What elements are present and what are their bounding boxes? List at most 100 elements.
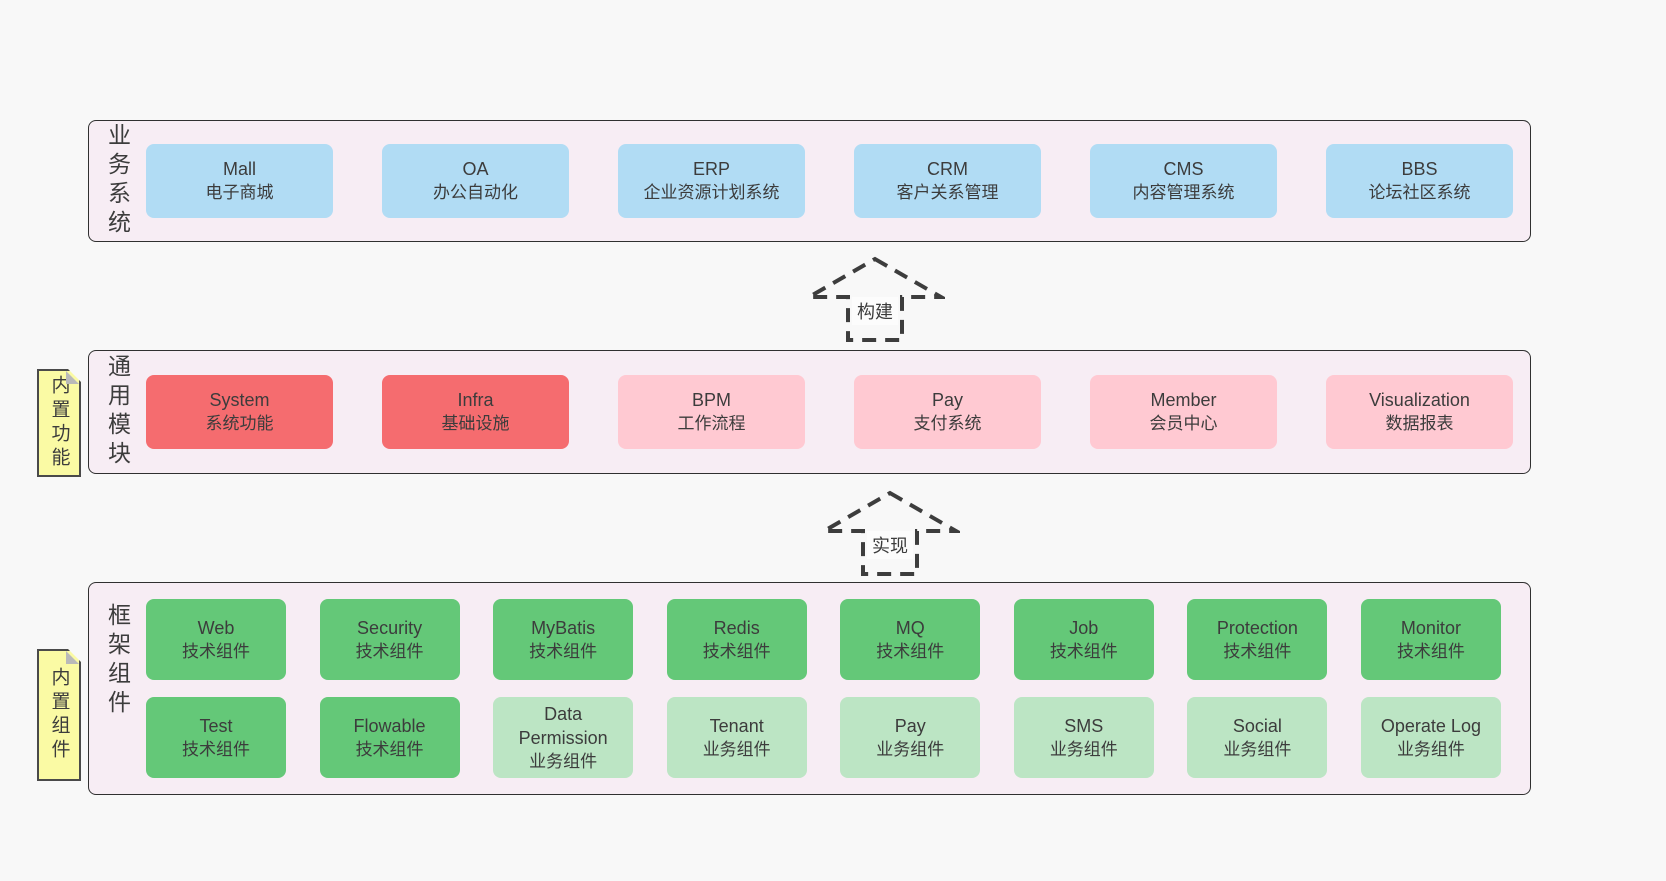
module-box-sms: SMS 业务组件 bbox=[1013, 697, 1154, 778]
module-desc: 技术组件 bbox=[876, 641, 945, 661]
module-box-social: Social 业务组件 bbox=[1187, 697, 1328, 778]
module-name: ERP bbox=[692, 159, 730, 179]
dashed-up-arrow-icon bbox=[805, 256, 945, 342]
module-box-security: Security 技术组件 bbox=[319, 599, 460, 680]
module-desc: 业务组件 bbox=[1223, 739, 1292, 759]
module-desc: 数据报表 bbox=[1385, 414, 1454, 433]
module-name: SMS bbox=[1064, 715, 1104, 736]
layer-business-label-column: 业务系统 bbox=[89, 121, 146, 241]
module-desc: 技术组件 bbox=[1223, 641, 1292, 661]
module-name: BPM bbox=[691, 390, 731, 410]
module-name: MQ bbox=[895, 617, 925, 638]
module-desc: 工作流程 bbox=[677, 414, 746, 433]
module-box-erp: ERP 企业资源计划系统 bbox=[618, 144, 805, 218]
module-name: Redis bbox=[713, 617, 760, 638]
module-desc: 技术组件 bbox=[529, 641, 598, 661]
module-box-protection: Protection 技术组件 bbox=[1187, 599, 1328, 680]
module-name: OA bbox=[462, 159, 489, 179]
module-box-crm: CRM 客户关系管理 bbox=[854, 144, 1041, 218]
build-arrow-label: 构建 bbox=[852, 297, 898, 325]
module-box-member: Member 会员中心 bbox=[1090, 375, 1277, 449]
module-box-mybatis: MyBatis 技术组件 bbox=[493, 599, 634, 680]
module-name: Member bbox=[1150, 390, 1217, 410]
module-box-mq: MQ 技术组件 bbox=[840, 599, 981, 680]
module-desc: 基础设施 bbox=[441, 414, 510, 433]
module-box-web: Web 技术组件 bbox=[146, 599, 286, 680]
module-box-oa: OA 办公自动化 bbox=[382, 144, 569, 218]
module-desc: 论坛社区系统 bbox=[1368, 183, 1471, 202]
sticky-note-builtin-components: 内置组件 bbox=[37, 649, 81, 781]
implement-arrow-label: 实现 bbox=[867, 531, 913, 559]
module-desc: 技术组件 bbox=[702, 641, 771, 661]
sticky-note-builtin-features: 内置功能 bbox=[37, 369, 81, 477]
module-box-monitor: Monitor 技术组件 bbox=[1360, 599, 1501, 680]
module-box-operate-log: Operate Log 业务组件 bbox=[1360, 697, 1501, 778]
module-desc: 业务组件 bbox=[529, 751, 598, 771]
module-desc: 技术组件 bbox=[1396, 641, 1465, 661]
module-name: Infra bbox=[457, 390, 494, 410]
module-name: CRM bbox=[927, 159, 968, 179]
module-desc: 企业资源计划系统 bbox=[643, 183, 780, 202]
module-desc: 办公自动化 bbox=[433, 183, 518, 202]
module-name: Web bbox=[197, 617, 235, 638]
module-box-test: Test 技术组件 bbox=[146, 697, 286, 778]
layer-business-systems: 业务系统 Mall 电子商城 OA 办公自动化 ERP 企业资源计划系统 CRM 客户关系管理… bbox=[88, 120, 1531, 242]
module-desc: 业务组件 bbox=[702, 739, 771, 759]
module-box-mall: Mall 电子商城 bbox=[146, 144, 333, 218]
module-name: Tenant bbox=[709, 715, 764, 736]
module-desc: 会员中心 bbox=[1149, 414, 1218, 433]
layer-components-label: 框架组件 bbox=[104, 603, 131, 719]
module-box-flowable: Flowable 技术组件 bbox=[319, 697, 460, 778]
module-desc: 业务组件 bbox=[1396, 739, 1465, 759]
module-box-system: System 系统功能 bbox=[146, 375, 333, 449]
module-name: Data Permission bbox=[518, 703, 608, 748]
module-name: Test bbox=[199, 715, 233, 736]
module-name: Monitor bbox=[1400, 617, 1461, 638]
module-desc: 电子商城 bbox=[205, 183, 274, 202]
module-desc: 技术组件 bbox=[182, 641, 250, 661]
module-name: Pay bbox=[894, 715, 926, 736]
module-name: Operate Log bbox=[1380, 715, 1481, 736]
module-desc: 技术组件 bbox=[355, 739, 424, 759]
module-desc: 技术组件 bbox=[355, 641, 424, 661]
module-desc: 客户关系管理 bbox=[896, 183, 999, 202]
module-box-bbs: BBS 论坛社区系统 bbox=[1326, 144, 1513, 218]
dashed-up-arrow-icon bbox=[820, 490, 960, 576]
module-name: BBS bbox=[1401, 159, 1438, 179]
module-name: System bbox=[209, 390, 270, 410]
module-name: MyBatis bbox=[531, 617, 596, 638]
module-desc: 技术组件 bbox=[182, 739, 250, 759]
note-fold-corner-icon bbox=[66, 371, 79, 384]
module-name: Security bbox=[357, 617, 423, 638]
module-box-tenant: Tenant 业务组件 bbox=[666, 697, 807, 778]
module-name: Job bbox=[1069, 617, 1099, 638]
module-box-redis: Redis 技术组件 bbox=[666, 599, 807, 680]
module-desc: 支付系统 bbox=[913, 414, 982, 433]
module-box-data-permission: Data Permission 业务组件 bbox=[493, 697, 634, 778]
layer-modules-label: 通用模块 bbox=[104, 354, 131, 470]
module-desc: 业务组件 bbox=[1049, 739, 1118, 759]
implement-arrow: 实现 bbox=[820, 489, 960, 577]
module-box-infra: Infra 基础设施 bbox=[382, 375, 569, 449]
module-desc: 系统功能 bbox=[205, 414, 274, 433]
sticky-note-text: 内置组件 bbox=[48, 667, 70, 763]
module-name: Flowable bbox=[353, 715, 426, 736]
sticky-note-text: 内置功能 bbox=[48, 375, 70, 471]
module-name: Social bbox=[1232, 715, 1282, 736]
build-arrow: 构建 bbox=[805, 255, 945, 343]
module-name: Mall bbox=[222, 159, 256, 179]
module-box-bpm: BPM 工作流程 bbox=[618, 375, 805, 449]
module-name: Protection bbox=[1216, 617, 1298, 638]
